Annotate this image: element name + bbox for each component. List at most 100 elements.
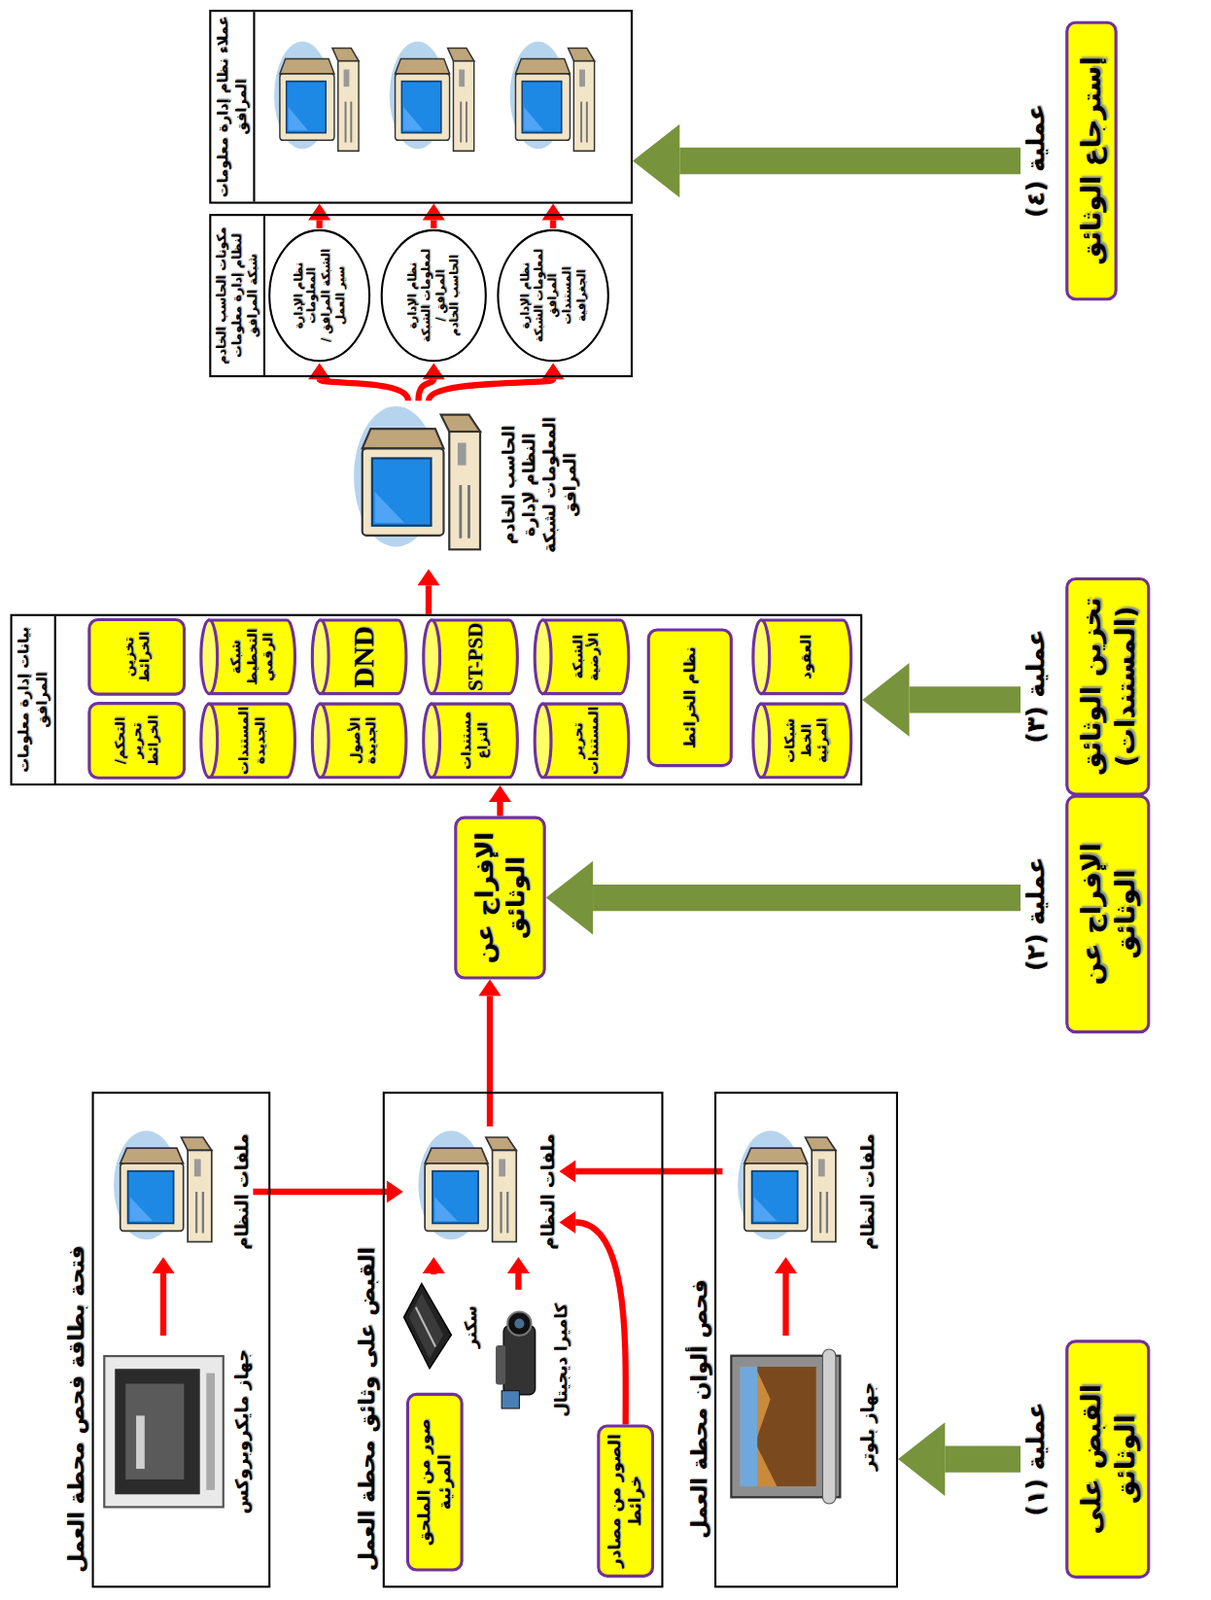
shape-inner: شبكات الخط المرئية: [751, 701, 854, 780]
box-heading-text: القبض على وثائق محطة العمل: [353, 1240, 381, 1578]
process-arrow: [898, 1421, 1021, 1496]
shape-text: الشبكة الأرضية: [569, 621, 603, 693]
shape-text: نظام الإدارة المعلومات الشبكة المرافق / …: [291, 248, 348, 344]
panel-box: مكونات الحاسب الخادم لنظام إدارة معلومات…: [208, 213, 633, 378]
yellow-box: الصور من مصادر خرائط: [596, 1423, 655, 1578]
arrow-line: [425, 585, 432, 614]
station-box: القبض على وثائق محطة العملكاميرا ديجيتال…: [382, 1091, 664, 1588]
data-box: تخزين الخرائط: [87, 618, 186, 696]
station-box: فحص ألوان محطة العملجهاز بلوترملفات النظ…: [714, 1091, 899, 1588]
box-heading: فحص ألوان محطة العمل: [685, 1240, 713, 1578]
flow-arrow: [558, 1159, 723, 1182]
circle-outline: [267, 228, 372, 364]
shape-text: نظام الإدارة لمعلومات الشبكة المرافق / ا…: [405, 248, 462, 344]
pc-icon: [100, 1126, 228, 1257]
device-label: ملفات النظام: [537, 1126, 559, 1257]
data-box: التحكم/تحرير الخرائط: [87, 701, 186, 780]
arrow-line: [252, 1188, 387, 1195]
header-strip: عملاء نظام إدارة معلومات المرافق: [210, 11, 255, 202]
device-icon: جهاز بلوتر: [722, 1335, 879, 1518]
arrow-line: [486, 995, 493, 1126]
database-cylinder: الشبكة الأرضية: [532, 618, 631, 696]
shape-inner: تحرير المستندات: [532, 701, 631, 780]
step-box: الإفراج عن الوثائق: [1065, 795, 1150, 1035]
flow-arrow: [252, 1179, 403, 1203]
arrow-head: [542, 204, 565, 221]
database-cylinder: المستندات الجديدة: [199, 701, 298, 780]
panel-box: عملاء نظام إدارة معلومات المرافق: [208, 9, 633, 205]
process-step: عملية (٢)الإفراج عن الوثائق: [1020, 795, 1150, 1035]
client-computer: [274, 41, 359, 151]
device-icon: ملفات النظام: [403, 1126, 560, 1257]
shape-inner: نظام الإدارة المعلومات الشبكة المرافق / …: [267, 228, 372, 364]
step-number: عملية (٣): [1020, 577, 1052, 796]
flow-arrow: [774, 1256, 797, 1336]
header-text: مكونات الحاسب الخادم لنظام إدارة معلومات…: [213, 219, 260, 371]
shape-inner: نظام الإدارة لمعلومات الشبكة المرافق الم…: [495, 228, 611, 364]
arrow-head: [898, 1421, 945, 1496]
shape-text: شبكة التخطيط الرقمي: [227, 621, 277, 693]
pc-icon: [403, 1126, 534, 1257]
shape-inner: شبكة التخطيط الرقمي: [199, 618, 298, 696]
yellow-box: الإفراج عن الوثائق: [453, 816, 547, 980]
header-text: عملاء نظام إدارة معلومات المرافق: [213, 15, 250, 198]
panel-box: بيانات إدارة معلومات المرافق تخزين الخرائ…: [10, 614, 864, 786]
step-text: الإفراج عن الوثائق: [1074, 811, 1142, 1016]
arrow-line: [515, 1273, 521, 1290]
database-cylinder: تحرير المستندات: [532, 701, 631, 780]
box-heading-text: فتحة بطاقة فحص محطة العمل: [63, 1240, 91, 1578]
device-icon: ملفات النظام: [100, 1126, 254, 1257]
box-text: الإفراج عن الوثائق: [469, 824, 531, 971]
shape-text: مستندات النزاع: [457, 704, 491, 777]
step-text: تخزين الوثائق (المستندات): [1074, 594, 1142, 779]
plotter-drawing: [722, 1335, 853, 1518]
step-text: إسترجاع الوثائق: [1074, 38, 1108, 284]
flow-arrow: [151, 1256, 174, 1336]
arrow-head: [632, 124, 680, 199]
database-cylinder: شبكة التخطيط الرقمي: [199, 618, 298, 696]
arrow-line: [782, 1273, 789, 1336]
station-box: فتحة بطاقة فحص محطة العملجهاز مايكروبروك…: [91, 1091, 271, 1588]
plotter-icon: [722, 1335, 853, 1518]
component-circle: نظام الإدارة المعلومات الشبكة المرافق / …: [267, 228, 372, 364]
database-cylinder: الأصول الجديدة: [310, 701, 409, 780]
arrow-head: [558, 1211, 576, 1234]
component-circle: نظام الإدارة لمعلومات الشبكة المرافق / ا…: [380, 228, 488, 364]
arrow-head: [488, 785, 512, 802]
shape-inner: المستندات الجديدة: [199, 701, 298, 780]
step-box: إسترجاع الوثائق: [1065, 21, 1117, 302]
scanner-drawing: [397, 1274, 457, 1380]
step-box: تخزين الوثائق (المستندات): [1065, 577, 1150, 796]
shape-text: نظام الإدارة لمعلومات الشبكة المرافق الم…: [518, 248, 589, 344]
shape-inner: مستندات النزاع: [421, 701, 520, 780]
step-box: القبض على الوثائق: [1065, 1339, 1150, 1579]
arrow-head: [151, 1256, 174, 1274]
client-computer: [389, 41, 475, 151]
header-strip: مكونات الحاسب الخادم لنظام إدارة معلومات…: [210, 215, 266, 376]
device-label: كاميرا ديجيتال: [551, 1289, 572, 1431]
device-label: جهاز مايكروبروكس: [231, 1335, 253, 1527]
box-text: الصور من مصادر خرائط: [605, 1432, 647, 1570]
arrow-line: [550, 219, 556, 228]
device-icon: جهاز مايكروبروكس: [100, 1335, 254, 1527]
scanner-icon: [397, 1274, 457, 1380]
process-step: عملية (٤)إسترجاع الوثائق: [1020, 21, 1117, 302]
header-text: بيانات إدارة معلومات المرافق: [15, 620, 52, 780]
box-text: التحكم/تحرير الخرائط: [111, 709, 162, 771]
pc-drawing: [722, 1126, 853, 1257]
arrow-line: [430, 219, 437, 228]
device-icon: ملفات النظام: [722, 1126, 879, 1257]
shape-text: ST-PSD: [461, 621, 487, 693]
camera-drawing: [487, 1289, 548, 1431]
arrow-line: [909, 686, 1021, 713]
arrow-line: [575, 1168, 723, 1175]
arrow-head: [862, 662, 909, 737]
shape-inner: نظام الإدارة لمعلومات الشبكة المرافق / ا…: [380, 228, 488, 364]
shape-inner: الشبكة الأرضية: [532, 618, 631, 696]
arrow-line: [575, 1222, 626, 1425]
flow-arrow: [542, 204, 565, 229]
camera-icon: [487, 1289, 548, 1431]
arrow-head: [422, 204, 446, 221]
database-cylinder: العقود: [751, 618, 854, 696]
